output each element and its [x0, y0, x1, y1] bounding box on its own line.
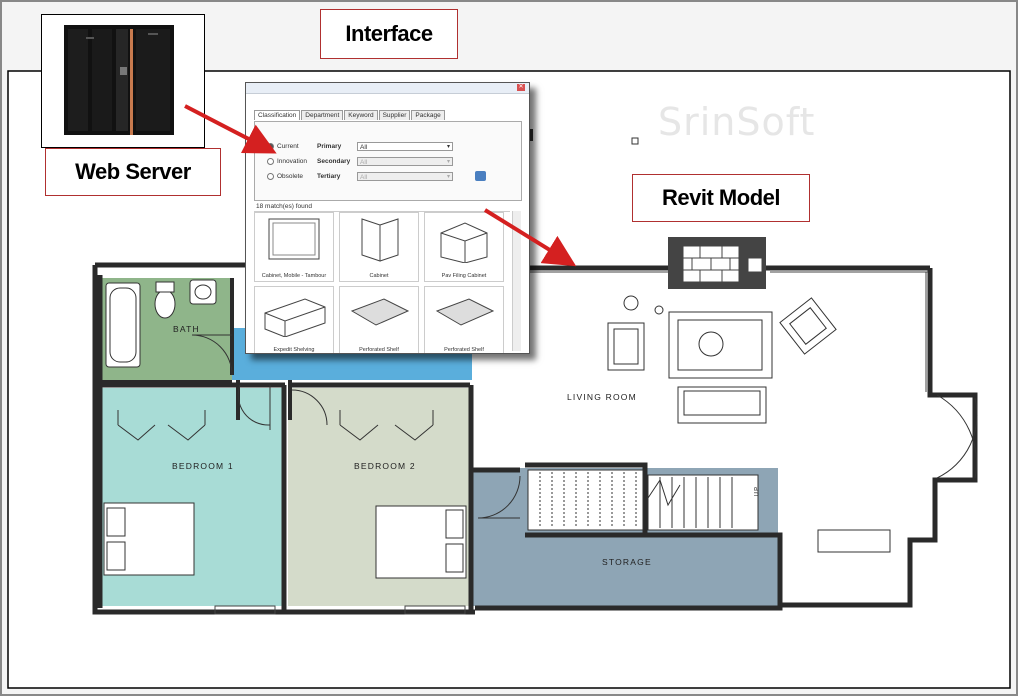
results-grid: Cabinet, Mobile - Tambour Cabinet Pav Fi…: [254, 211, 510, 353]
tab-package[interactable]: Package: [411, 110, 445, 120]
filing-cabinet-icon: [440, 222, 488, 264]
shelving-icon: [264, 298, 326, 338]
web-server-callout: Web Server: [45, 148, 221, 196]
result-item[interactable]: Perforated Shelf: [339, 286, 419, 353]
match-count: 18 match(es) found: [256, 203, 313, 210]
fireplace: [668, 237, 766, 289]
tab-classification[interactable]: Classification: [254, 110, 301, 120]
watermark: SrinSoft: [658, 100, 816, 144]
secondary-select[interactable]: All: [357, 157, 453, 167]
result-item[interactable]: Perforated Shelf: [424, 286, 504, 353]
secondary-label: Secondary: [317, 158, 351, 165]
cabinet-icon: [361, 218, 399, 262]
tertiary-select[interactable]: All: [357, 172, 453, 182]
result-item[interactable]: Expedit Shelving: [254, 286, 334, 353]
room-label-bedroom1: BEDROOM 1: [172, 461, 234, 471]
radio-off-icon: [267, 173, 274, 180]
cabinet-icon: [268, 218, 320, 260]
primary-select[interactable]: All: [357, 142, 453, 152]
interface-callout: Interface: [320, 9, 458, 59]
interface-dialog: ✕ Classification Department Keyword Supp…: [245, 82, 530, 354]
tab-supplier[interactable]: Supplier: [378, 110, 411, 120]
results-scrollbar[interactable]: [512, 211, 521, 351]
floor-plan: [92, 129, 978, 615]
dialog-tabs: Classification Department Keyword Suppli…: [254, 110, 446, 120]
room-label-living-room: LIVING ROOM: [567, 392, 637, 402]
room-label-storage: STORAGE: [602, 557, 652, 567]
classification-panel: Current Innovation Obsolete Primary Seco…: [254, 121, 522, 201]
refresh-icon[interactable]: [475, 171, 486, 181]
room-label-bedroom2: BEDROOM 2: [354, 461, 416, 471]
shelf-icon: [435, 298, 495, 326]
tertiary-label: Tertiary: [317, 173, 341, 180]
tab-keyword[interactable]: Keyword: [344, 110, 378, 120]
result-item[interactable]: Cabinet, Mobile - Tambour: [254, 212, 334, 282]
web-server-image: [41, 14, 205, 148]
radio-obsolete[interactable]: Obsolete: [267, 173, 303, 180]
room-label-bath: BATH: [173, 324, 200, 334]
close-icon[interactable]: ✕: [517, 84, 525, 91]
primary-label: Primary: [317, 143, 342, 150]
server-rack-icon: [64, 25, 174, 135]
result-item[interactable]: Pav Filing Cabinet: [424, 212, 504, 282]
shelf-icon: [350, 298, 410, 326]
radio-innovation[interactable]: Innovation: [267, 158, 307, 165]
radio-off-icon: [267, 158, 274, 165]
dialog-titlebar: ✕: [246, 83, 529, 94]
tab-department[interactable]: Department: [301, 110, 344, 120]
result-item[interactable]: Cabinet: [339, 212, 419, 282]
arrow-interface-to-model: [483, 208, 577, 267]
arrow-server-to-interface: [184, 104, 277, 154]
revit-model-callout: Revit Model: [632, 174, 810, 222]
